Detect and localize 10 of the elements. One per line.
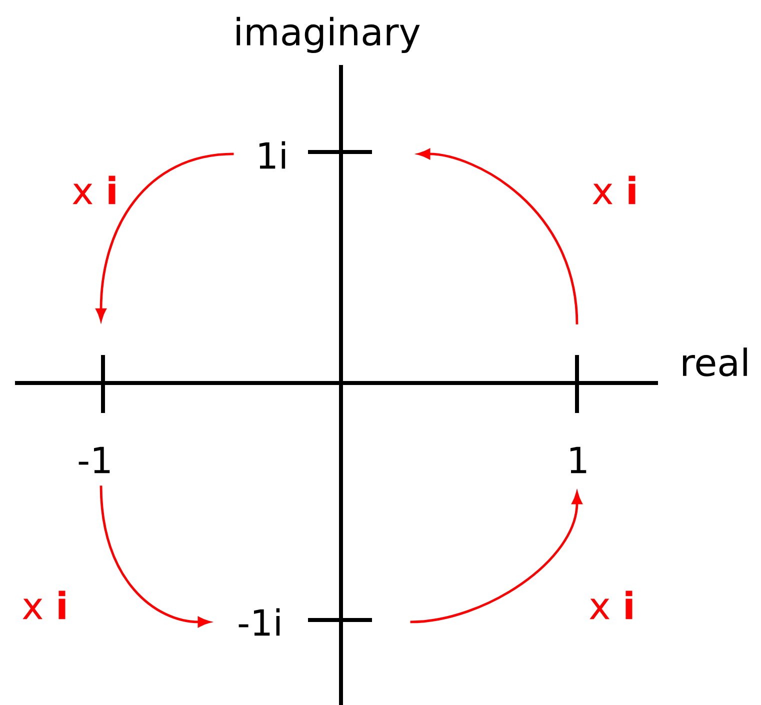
axis-label: real (683, 348, 747, 376)
tick-label: -1 (78, 446, 110, 474)
tick-label: 1i (260, 141, 286, 169)
edge-label: x i (72, 176, 116, 204)
tick-label: 1 (570, 446, 586, 474)
edge-label: x i (592, 176, 636, 204)
edge-label: x i (590, 590, 632, 620)
edge-label: x i (22, 590, 66, 620)
tick-label: -1i (238, 608, 280, 636)
axis-label: imaginary (236, 16, 420, 54)
